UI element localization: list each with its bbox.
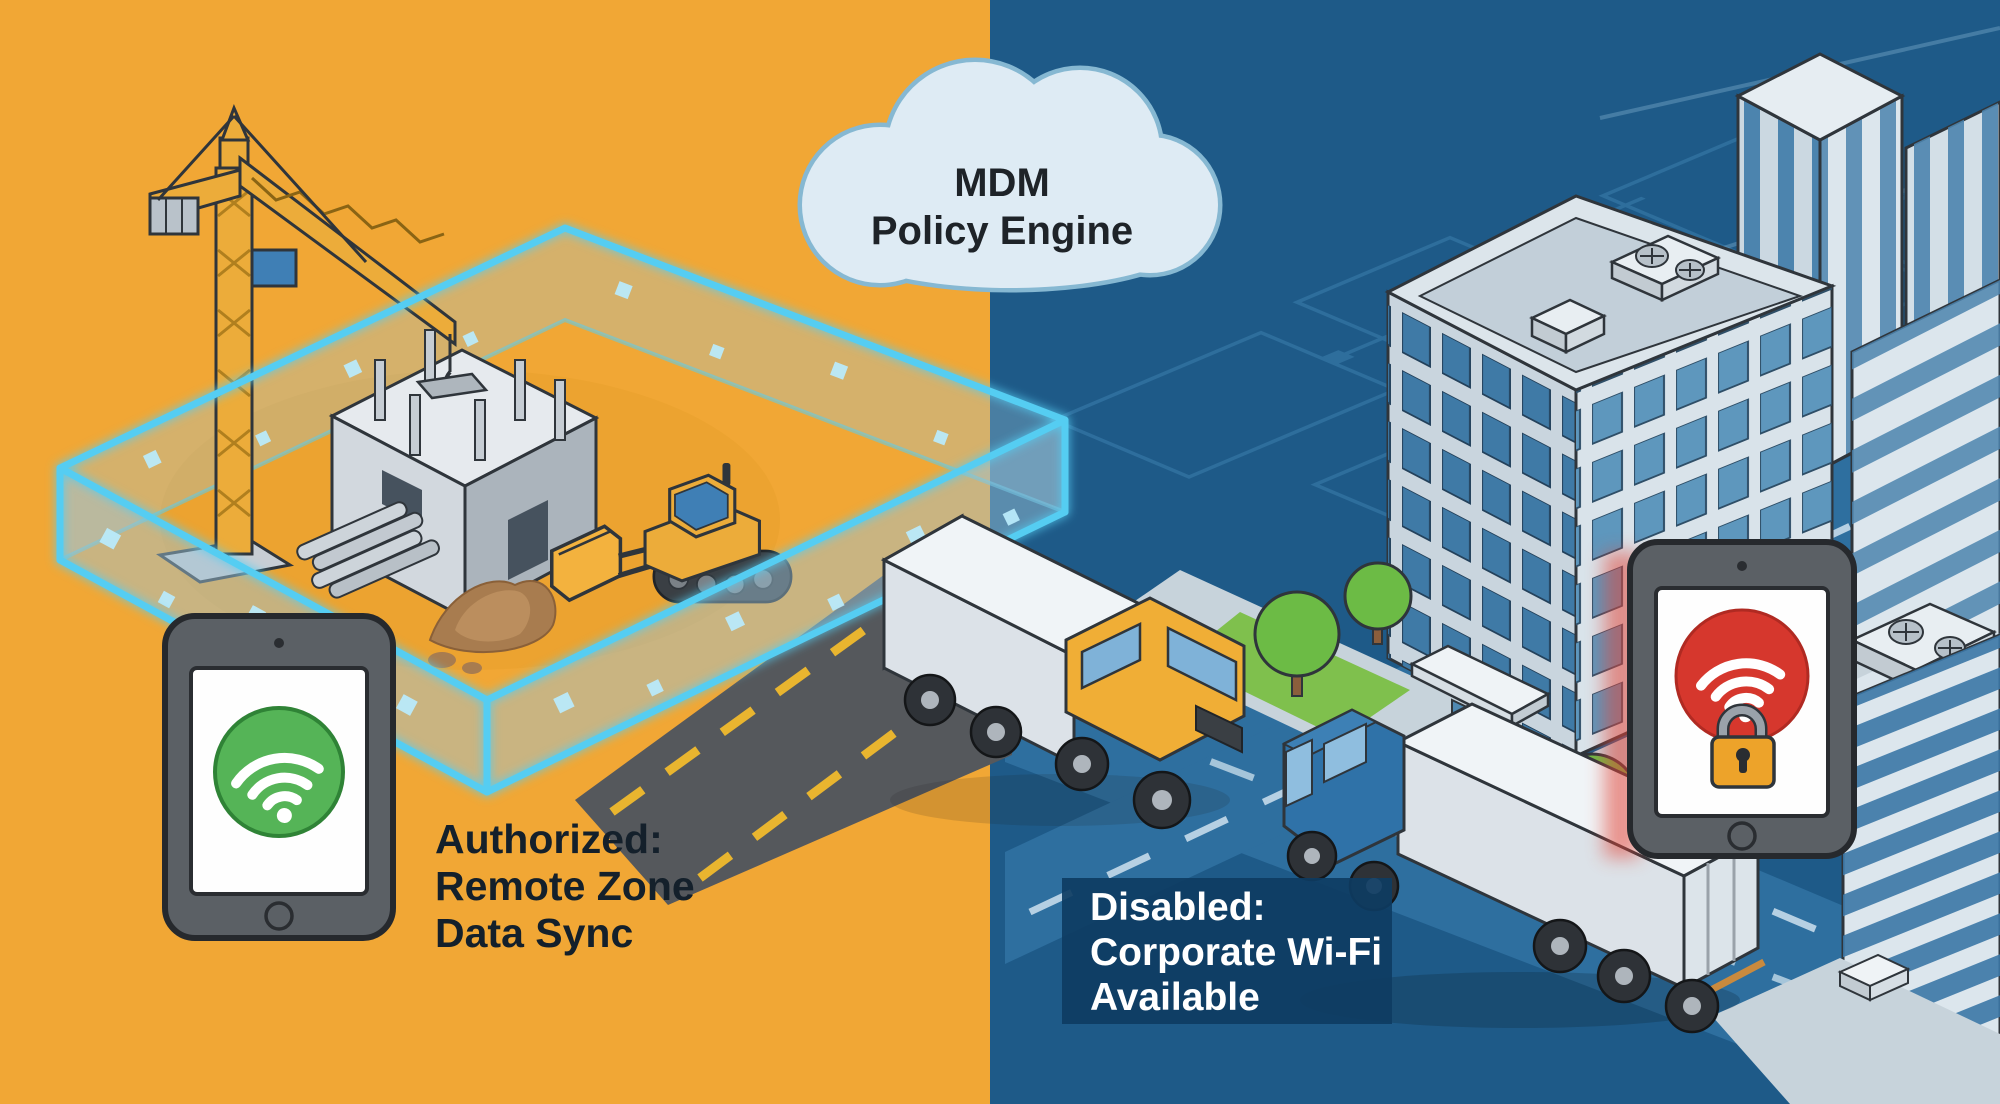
rooftop-cube: [1529, 298, 1607, 354]
cloud-icon: MDM Policy Engine: [797, 57, 1223, 293]
crane-jib: [238, 154, 457, 347]
rebar-pillars: [374, 329, 566, 461]
crane-mast: [214, 166, 254, 556]
keyhole-icon: [1739, 757, 1747, 773]
skyscraper-roof: [1734, 52, 1906, 142]
windshield: [1166, 625, 1238, 703]
authorized-caption-line2: Remote Zone: [435, 863, 695, 909]
window-opening: [382, 470, 422, 524]
cab-side-window: [1080, 622, 1142, 690]
skyscraper-chevron: [1850, 278, 2000, 715]
rooftop-hvac-icon: [1608, 234, 1722, 302]
plaza-block: [1837, 953, 1911, 1002]
stacked-building: [1712, 602, 2000, 1104]
camera-dot-icon: [1737, 561, 1747, 571]
disabled-caption-line3: Available: [1090, 976, 1260, 1019]
windshield: [1285, 738, 1313, 808]
disabled-caption: Disabled: Corporate Wi-Fi Available: [1062, 878, 1392, 1024]
cab-side-window: [1323, 722, 1367, 784]
door-opening: [508, 500, 548, 580]
building-under-construction: [328, 329, 600, 621]
tree-icon: [1343, 561, 1413, 645]
delivery-truck-yellow: [880, 513, 1246, 830]
disabled-caption-line1: Disabled:: [1090, 886, 1266, 929]
bulldozer-icon: [550, 462, 793, 604]
dirt-mound: [428, 580, 557, 674]
home-button-icon: [264, 901, 294, 931]
truck-grille: [1195, 704, 1243, 754]
cloud-label-line1: MDM: [954, 161, 1050, 205]
wifi-blocked-icon: [1674, 608, 1810, 744]
tree-icon: [1253, 590, 1341, 697]
authorized-caption: Authorized: Remote Zone Data Sync: [435, 816, 695, 956]
crane-icon: [148, 104, 489, 584]
crane-counterweight: [148, 196, 200, 236]
plaza: [1712, 958, 2000, 1104]
disabled-caption-box: [1062, 878, 1392, 1024]
bulldozer-exhaust: [722, 462, 731, 486]
disabled-caption-line2: Corporate Wi-Fi: [1090, 931, 1382, 974]
tablet-blocked: [1604, 539, 1857, 859]
pipe-stack: [296, 501, 440, 599]
authorized-caption-line3: Data Sync: [435, 910, 633, 956]
padlock-icon: [1710, 703, 1776, 789]
hoisted-beam: [415, 372, 489, 400]
tablet-authorized: [162, 613, 396, 941]
authorized-caption-line1: Authorized:: [435, 816, 663, 862]
cloud-label-line2: Policy Engine: [871, 209, 1133, 253]
crane-cab: [250, 248, 298, 288]
camera-dot-icon: [274, 638, 284, 648]
crane-tie-cables: [156, 114, 368, 264]
wifi-enabled-icon: [213, 706, 345, 838]
home-button-icon: [1727, 821, 1757, 851]
